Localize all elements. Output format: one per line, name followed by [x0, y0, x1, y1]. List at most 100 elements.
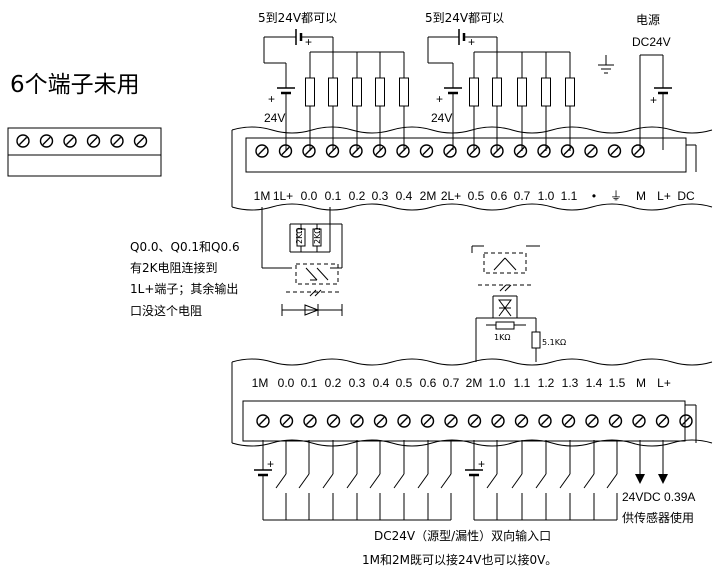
input-screw — [585, 414, 599, 428]
power-voltage: DC24V — [632, 35, 671, 49]
input-terminal-label: 0.1 — [301, 376, 318, 390]
power-title: 电源 — [636, 13, 660, 27]
note-line-2: 有2K电阻连接到 — [130, 260, 218, 275]
note-line-1: Q0.0、Q0.1和Q0.6 — [130, 240, 240, 254]
input-terminal-label: 0.7 — [443, 376, 460, 390]
load-resistor — [492, 52, 502, 151]
output-screw — [443, 144, 457, 158]
input-screw — [632, 414, 646, 428]
input-screw — [655, 414, 670, 428]
output-internal-circuit: 2KΩ 2KΩ — [261, 207, 343, 316]
unused-title: 6个端子未用 — [10, 72, 140, 98]
input-terminal-label: 1.2 — [538, 376, 555, 390]
input-terminal-label: 1.5 — [609, 376, 626, 390]
output-screws — [255, 144, 645, 158]
output-screw — [302, 144, 316, 158]
load-resistor — [541, 52, 551, 151]
output-loads — [305, 52, 575, 151]
input-screw — [279, 414, 294, 428]
output-supply-2: 5到24V都可以 + + 24V — [425, 11, 570, 150]
output-screw — [607, 144, 622, 158]
input-terminal-label: M — [636, 376, 646, 390]
group-voltage-1: 24V — [264, 111, 285, 125]
sensor-line-1: 24VDC 0.39A — [622, 490, 695, 504]
input-terminal-label: 1.4 — [586, 376, 603, 390]
output-screw — [537, 144, 551, 158]
caption-line-2: 1M和2M既可以接24V也可以接0V。 — [362, 552, 557, 567]
output-screw — [631, 144, 645, 158]
input-screw — [491, 414, 505, 428]
r1-label: 2KΩ — [295, 228, 304, 244]
unused-screw — [86, 134, 101, 148]
input-terminal-label: 1.0 — [489, 376, 506, 390]
output-terminal-label: 1L+ — [273, 189, 293, 203]
svg-text:+: + — [468, 35, 475, 49]
input-terminal-label: 0.0 — [278, 376, 295, 390]
input-screw — [350, 414, 364, 428]
output-terminal-label: 0.5 — [468, 189, 485, 203]
input-group-1: + — [254, 440, 452, 521]
svg-text:+: + — [267, 457, 274, 471]
svg-text:+: + — [305, 35, 312, 49]
output-terminal-label: 2L+ — [441, 189, 461, 203]
output-terminal-label: L+ — [657, 189, 671, 203]
unused-screw — [133, 134, 148, 148]
note-line-4: 口没这个电阻 — [130, 303, 202, 318]
input-screw — [514, 414, 529, 428]
input-screw — [679, 414, 693, 428]
output-terminal-label: 0.1 — [325, 189, 342, 203]
input-screw — [303, 414, 317, 428]
output-terminal-label: 0.0 — [301, 189, 318, 203]
load-resistor — [375, 52, 385, 151]
load-resistor — [469, 52, 479, 151]
resistor-note: Q0.0、Q0.1和Q0.6 有2K电阻连接到 1L+端子；其余输出 口没这个电… — [130, 240, 240, 318]
input-screws — [256, 414, 693, 428]
unused-screw — [16, 134, 30, 148]
output-screw — [584, 144, 598, 158]
input-internal-circuit: 1KΩ 5.1KΩ — [471, 245, 566, 362]
input-screw — [326, 414, 341, 428]
caption-line-1: DC24V（源型/漏性）双向输入口 — [374, 528, 551, 543]
input-terminal-label: 1.1 — [514, 376, 531, 390]
input-switch-wiring: ++ — [254, 440, 618, 521]
unused-screw — [63, 134, 77, 148]
unused-screws — [16, 134, 148, 148]
supply-label-1: 5到24V都可以 — [258, 11, 337, 25]
input-group-2: + — [465, 440, 618, 521]
output-supply-1: 5到24V都可以 + + 24V — [258, 11, 404, 150]
output-screw — [419, 144, 434, 158]
output-terminal-label: 0.4 — [396, 189, 413, 203]
sensor-supply: 24VDC 0.39A 供传感器使用 — [622, 440, 695, 525]
output-terminal-label: • — [592, 189, 596, 203]
svg-text:+: + — [478, 457, 485, 471]
load-resistor — [328, 52, 338, 151]
output-screw — [255, 144, 269, 158]
sensor-line-2: 供传感器使用 — [622, 510, 694, 525]
input-terminal-label: 0.2 — [325, 376, 342, 390]
input-screw — [444, 414, 458, 428]
r4-label: 5.1KΩ — [542, 338, 566, 347]
unused-screw — [110, 134, 124, 148]
output-terminal-label: 1.0 — [538, 189, 555, 203]
input-screw — [373, 414, 388, 428]
input-terminal-label: 0.5 — [396, 376, 413, 390]
input-screw — [397, 414, 411, 428]
output-terminal-label: M — [636, 189, 646, 203]
output-terminal-label: DC — [677, 189, 695, 203]
input-terminal-label: 0.4 — [373, 376, 390, 390]
output-screw — [560, 144, 575, 158]
output-terminal-label: 1M — [254, 189, 271, 203]
output-terminal-label: 0.3 — [372, 189, 389, 203]
supply-label-2: 5到24V都可以 — [425, 11, 504, 25]
output-terminal-label: 0.2 — [349, 189, 366, 203]
output-screw — [513, 144, 528, 158]
unused-terminal-block — [7, 127, 162, 177]
input-screw — [538, 414, 552, 428]
load-resistor — [352, 52, 362, 151]
group-voltage-2: 24V — [431, 111, 452, 125]
